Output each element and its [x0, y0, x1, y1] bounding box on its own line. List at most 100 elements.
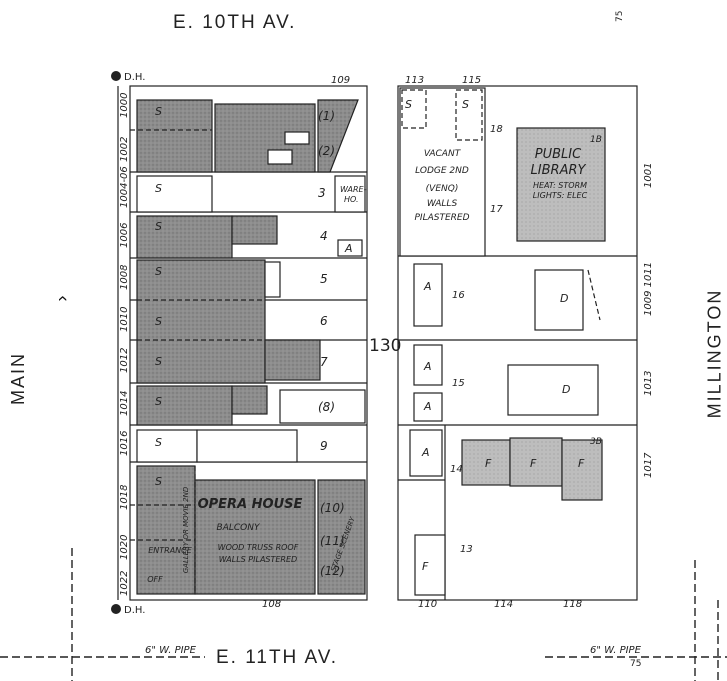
street-number: 114 [494, 599, 513, 610]
millington-number: 1009 1011 [643, 262, 654, 316]
main-number: 1002 [119, 137, 130, 162]
bldg-mark: S [155, 355, 162, 368]
lot-number: 6 [320, 314, 328, 328]
street-right: MILLINGTON [704, 288, 725, 419]
bldg-mark: D [562, 383, 570, 396]
opera-label: WOOD TRUSS ROOF [218, 543, 299, 552]
lodge-label: (VENQ) [426, 184, 459, 194]
millington-number: 1001 [643, 163, 654, 188]
main-number: 1008 [119, 265, 130, 290]
street-number: 113 [405, 75, 424, 86]
lodge-label: LODGE 2ND [415, 166, 469, 176]
library-label: PUBLIC [535, 147, 582, 162]
warehouse-label: HO. [344, 195, 359, 204]
lot-number: 13 [460, 544, 473, 555]
bldg-mark: F [422, 560, 429, 573]
lot-number: 14 [450, 464, 463, 475]
street-number: 118 [563, 599, 582, 610]
opera-label: GALLERY OR MOVIE 2ND [182, 486, 190, 573]
street-top: E. 10TH AV. [173, 12, 297, 33]
main-number: 1022 [119, 571, 130, 596]
street-left: MAIN [8, 352, 28, 405]
main-number: 1006 [119, 223, 130, 248]
bldg-mark: F [530, 457, 537, 470]
street-bottom: E. 11TH AV. [212, 647, 342, 669]
dh-label: D.H. [124, 72, 145, 83]
lodge-label: VACANT [424, 149, 462, 159]
bldg-mark: S [155, 182, 162, 195]
lot-number: 3 [318, 186, 326, 200]
lot-number: (11) [320, 534, 345, 548]
bldg-mark: A [344, 242, 353, 255]
millington-number: 1013 [643, 371, 654, 396]
main-number: 1012 [119, 348, 130, 373]
bldg-mark: S [155, 436, 162, 449]
bldg-mark: S [155, 395, 162, 408]
bldg-mark: S [155, 265, 162, 278]
warehouse-label: WARE- [340, 185, 367, 194]
lot-number: 17 [490, 204, 503, 215]
north-arrow-icon: ‹ [53, 295, 74, 302]
lot-number: 4 [320, 229, 328, 243]
hydrant-marker [111, 71, 121, 81]
main-number: 1000 [119, 93, 130, 118]
street-number: 110 [418, 599, 437, 610]
library-label: HEAT: STORM [533, 181, 587, 190]
library-label: LIGHTS: ELEC [533, 191, 588, 200]
lot-number: (10) [320, 501, 345, 515]
bldg-mark: F [578, 457, 585, 470]
corner-number: 75 [630, 659, 641, 669]
bldg-mark: S [155, 475, 162, 488]
lot-number: 15 [452, 378, 465, 389]
water-pipes [0, 548, 727, 681]
lot-number: 7 [320, 355, 328, 369]
main-number: 1014 [119, 391, 130, 416]
bldg-mark: 3B [590, 437, 602, 447]
main-number: 1004-06 [119, 166, 130, 208]
bldg-mark: S [155, 105, 162, 118]
hydrant-marker [111, 604, 121, 614]
corner-number: 75 [615, 11, 625, 22]
millington-number: 1017 [643, 452, 654, 478]
opera-label: OFF [147, 575, 163, 584]
library-label: LIBRARY [531, 163, 587, 178]
bldg-mark: F [485, 457, 492, 470]
main-number: 1020 [119, 535, 130, 560]
opera-label: WALLS PILASTERED [219, 555, 297, 564]
lodge-label: WALLS [427, 199, 458, 209]
bldg-mark: A [423, 280, 432, 293]
street-number: 115 [462, 75, 481, 86]
lot-number: 9 [320, 439, 328, 453]
lodge-label: PILASTERED [414, 213, 469, 223]
lot-number: (12) [320, 564, 345, 578]
bldg-mark: S [462, 98, 469, 111]
opera-label: BALCONY [217, 523, 261, 533]
opera-label: ENTRANCE [148, 546, 193, 555]
bldg-mark: A [423, 400, 432, 413]
main-number: 1016 [119, 431, 130, 456]
bldg-mark: D [560, 292, 568, 305]
right-block [397, 85, 638, 601]
lot-number: 5 [320, 272, 328, 286]
dh-label: D.H. [124, 605, 145, 616]
left-block [117, 85, 368, 601]
lot-number: (1) [318, 109, 335, 123]
bldg-mark: 1B [590, 135, 602, 145]
lot-number: 16 [452, 290, 465, 301]
lot-number: (8) [318, 400, 335, 414]
bldg-mark: S [155, 315, 162, 328]
pipe-label: 6" W. PIPE [590, 645, 642, 656]
block-number: 130 [369, 336, 401, 356]
main-number: 1010 [119, 307, 130, 332]
bldg-mark: A [423, 360, 432, 373]
main-number: 1018 [119, 485, 130, 510]
street-number: 108 [262, 599, 281, 610]
lot-number: (2) [318, 144, 335, 158]
pipe-label: 6" W. PIPE [145, 645, 197, 656]
lot-number: 18 [490, 124, 503, 135]
opera-label: OPERA HOUSE [198, 497, 303, 512]
bldg-mark: A [421, 446, 430, 459]
street-number: 109 [331, 75, 350, 86]
bldg-mark: S [405, 98, 412, 111]
